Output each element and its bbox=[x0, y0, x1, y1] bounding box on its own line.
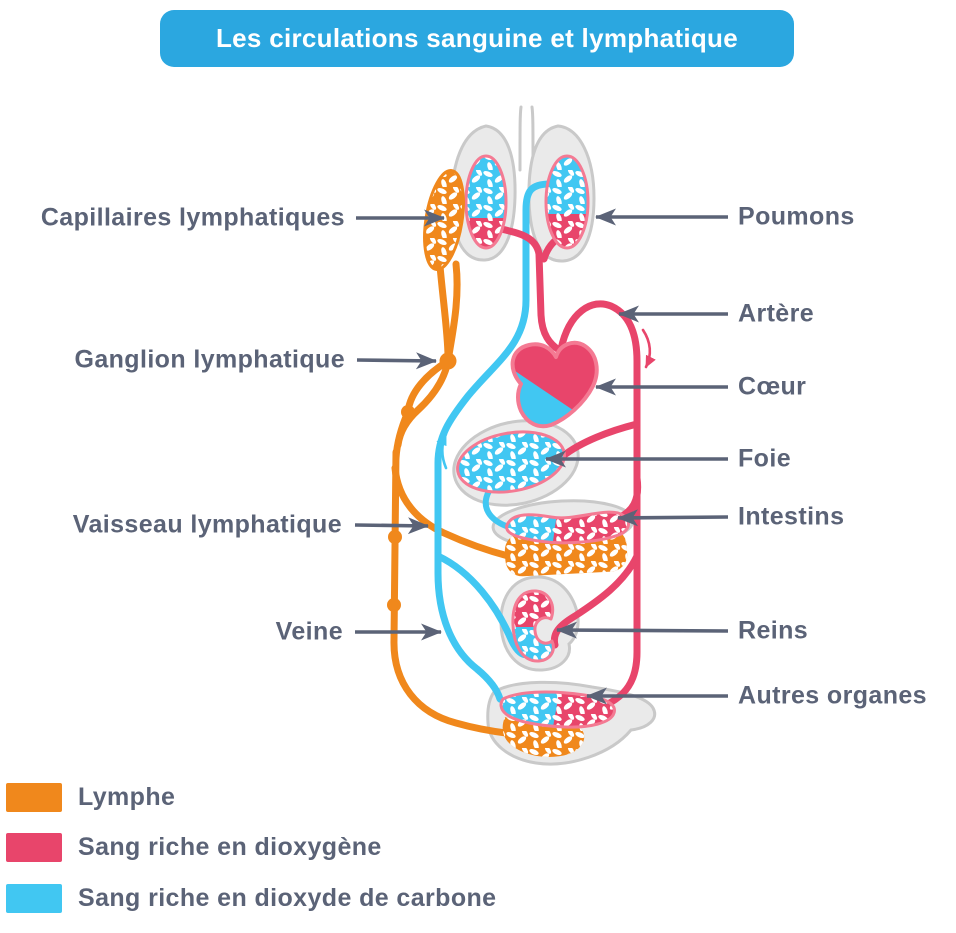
legend-row-sang-dioxygene: Sang riche en dioxygène bbox=[6, 833, 382, 862]
ganglion-nodes bbox=[387, 352, 457, 612]
legend-swatch-sang-dioxygene bbox=[6, 833, 62, 862]
legend-label-sang-dioxyde-carbone: Sang riche en dioxyde de carbone bbox=[78, 884, 497, 912]
label-capillaires-lymphatiques: Capillaires lymphatiques bbox=[40, 203, 345, 232]
label-foie: Foie bbox=[738, 444, 791, 473]
legend-row-sang-dioxyde-carbone: Sang riche en dioxyde de carbone bbox=[6, 884, 496, 913]
label-vaisseau-lymphatique: Vaisseau lymphatique bbox=[72, 510, 342, 539]
legend-label-sang-dioxygene: Sang riche en dioxygène bbox=[78, 833, 382, 861]
label-artere: Artère bbox=[738, 299, 815, 328]
label-veine: Veine bbox=[275, 617, 343, 646]
lung-capillaries-right bbox=[544, 154, 590, 250]
legend-row-lymphe: Lymphe bbox=[6, 783, 175, 812]
label-intestins: Intestins bbox=[738, 502, 845, 531]
legend-swatch-sang-dioxyde-carbone bbox=[6, 884, 62, 913]
title-text: Les circulations sanguine et lymphatique bbox=[215, 23, 738, 53]
label-autres-organes: Autres organes bbox=[738, 681, 927, 710]
title-banner: Les circulations sanguine et lymphatique bbox=[160, 10, 794, 67]
flow-arrows bbox=[436, 328, 656, 470]
label-poumons: Poumons bbox=[738, 202, 855, 231]
heart bbox=[510, 340, 599, 429]
pointer-arrows bbox=[354, 208, 729, 705]
legend-swatch-lymphe bbox=[6, 783, 62, 812]
intestines bbox=[503, 510, 630, 578]
artery-flow-down-arrow bbox=[641, 328, 656, 369]
legend-label-lymphe: Lymphe bbox=[78, 783, 176, 811]
label-reins: Reins bbox=[738, 616, 809, 645]
label-coeur: Cœur bbox=[738, 372, 807, 401]
lung-capillaries-left bbox=[464, 154, 508, 250]
vein-flow-up-arrow bbox=[436, 432, 448, 470]
other-organs bbox=[499, 690, 616, 757]
label-ganglion-lymphatique: Ganglion lymphatique bbox=[74, 345, 345, 374]
